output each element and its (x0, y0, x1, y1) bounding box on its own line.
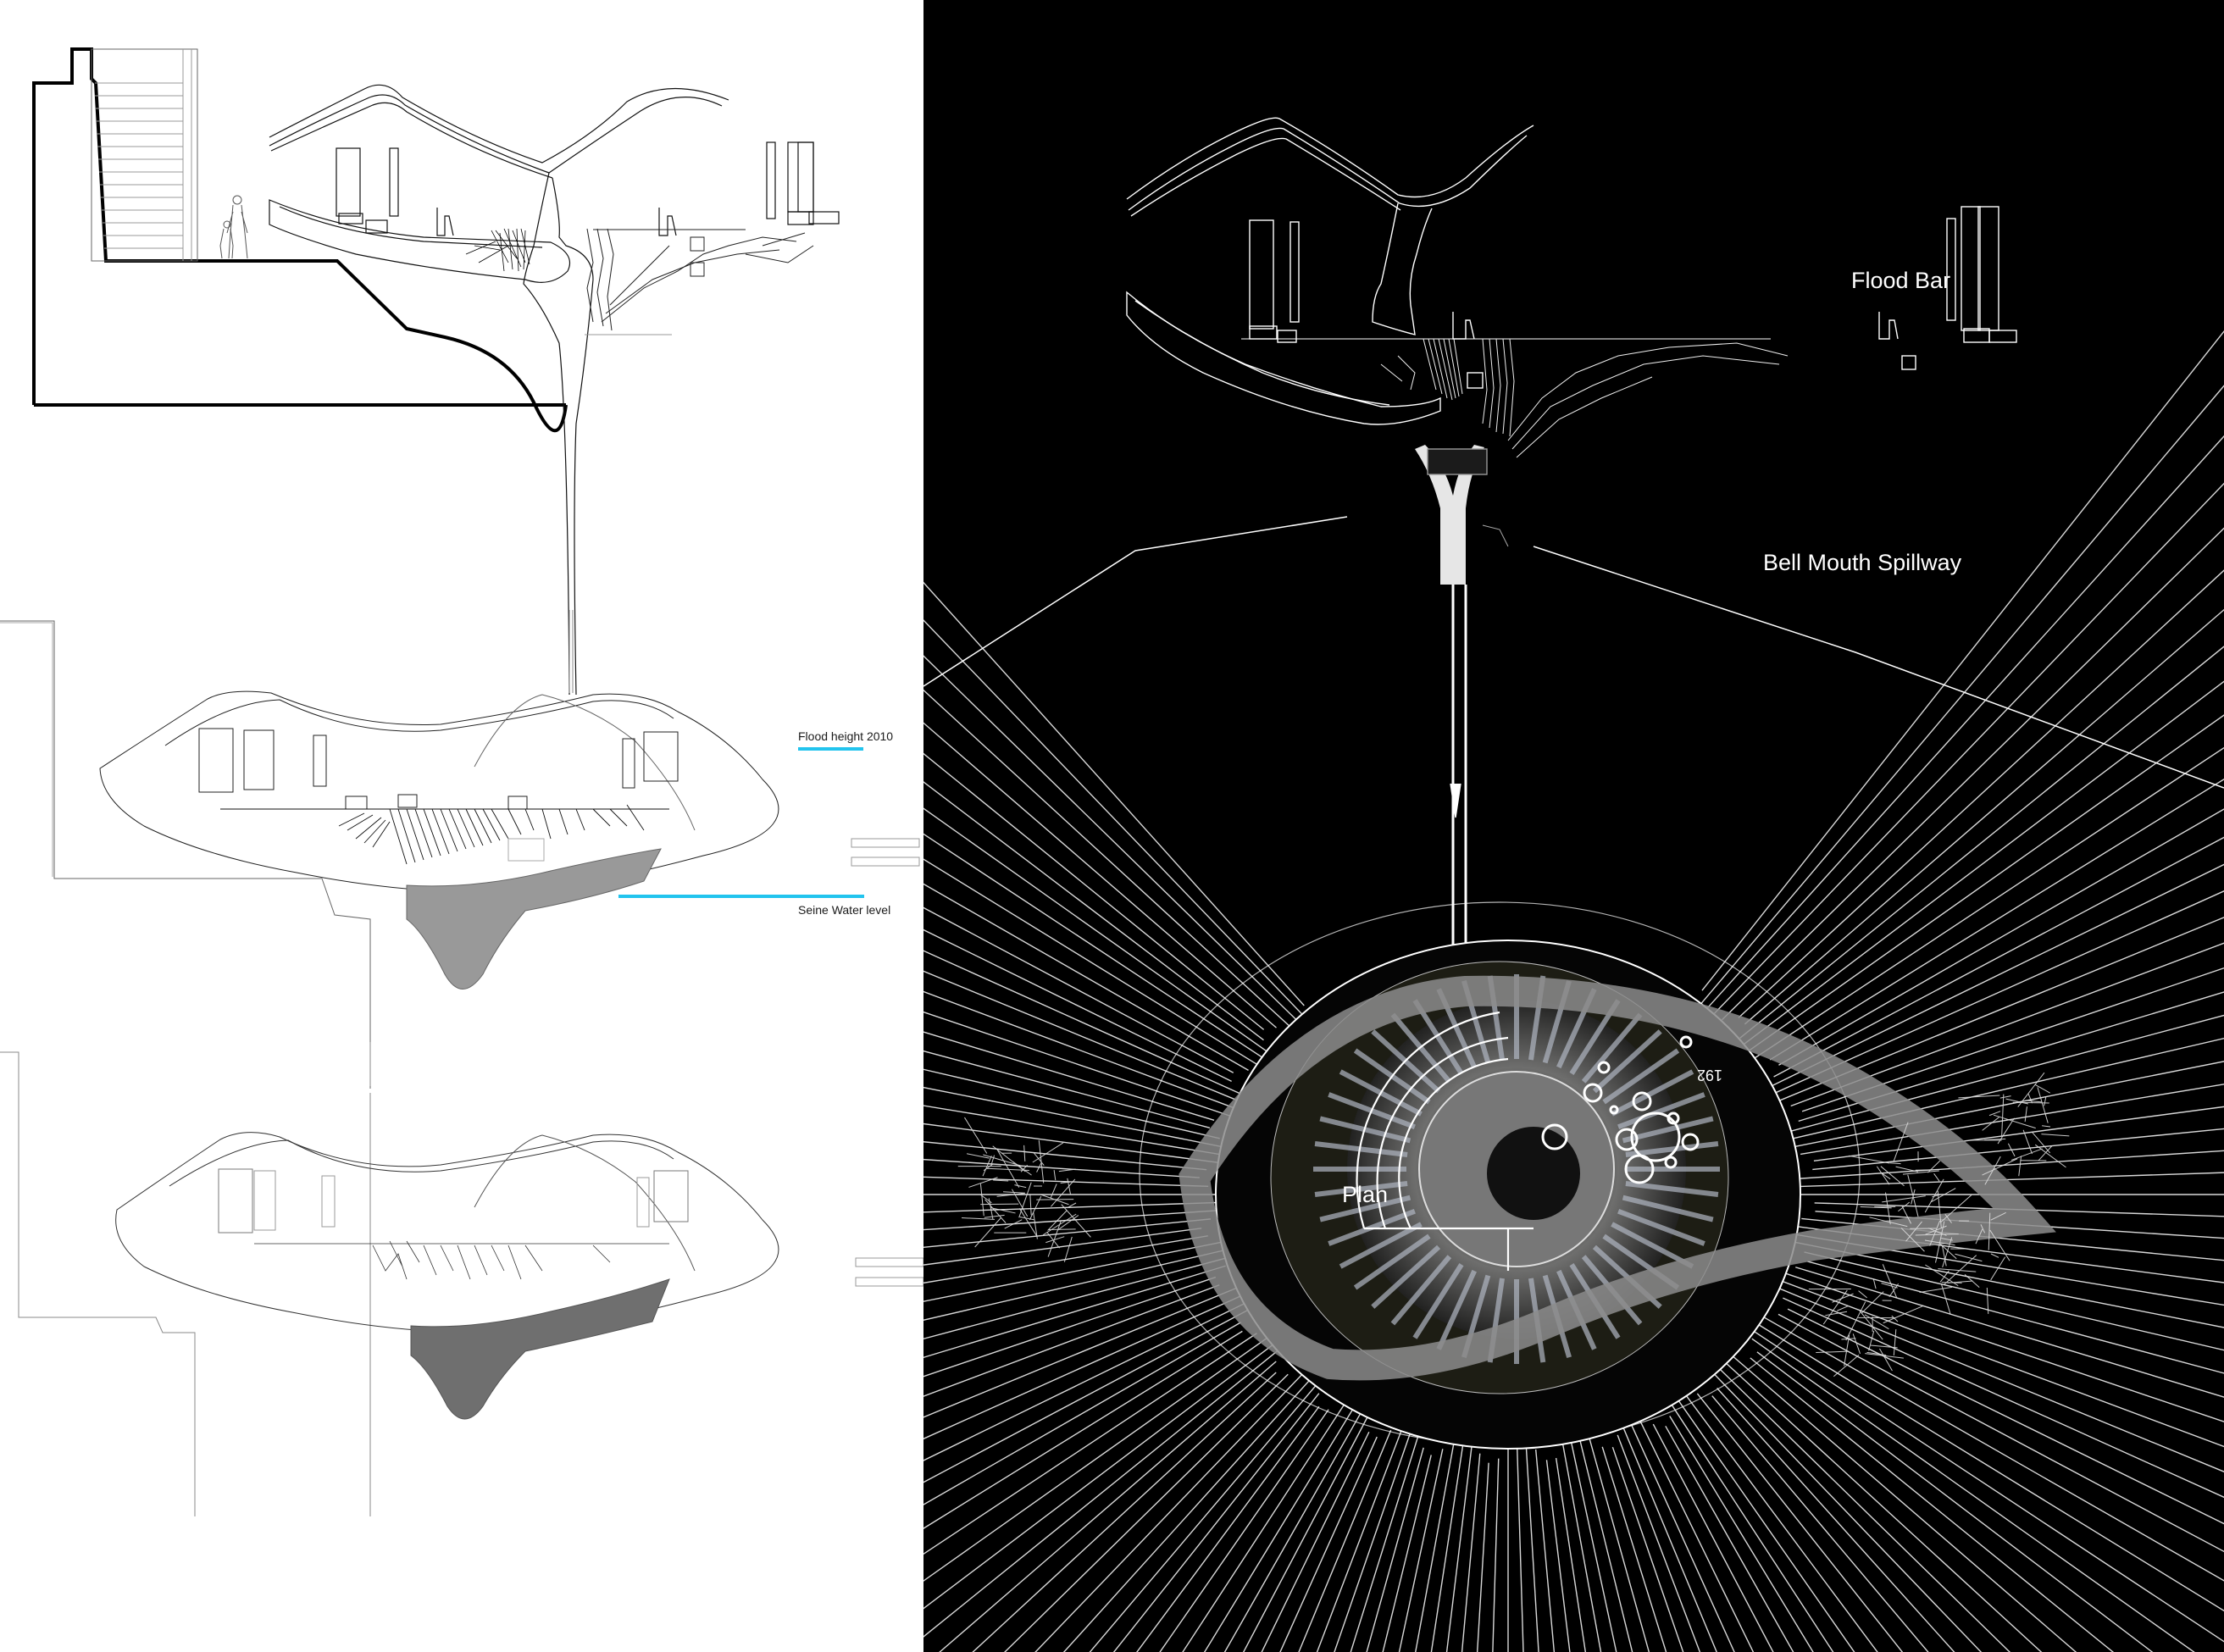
flood-height-marker (798, 747, 863, 751)
dimension-label: 192 (1697, 1067, 1723, 1084)
plan-eye (957, 901, 2070, 1450)
human-figures (219, 195, 248, 259)
section-top (32, 47, 840, 696)
flood-bar-label: Flood Bar (1851, 268, 1951, 293)
right-plan-panel: Flood Bar Bell Mouth Spillway Plan 192 (923, 0, 2224, 1652)
section-middle (0, 610, 920, 1089)
sections-drawing (0, 47, 923, 1516)
left-section-panel: Flood height 2010 Seine Water level (0, 0, 923, 1652)
seine-water-label: Seine Water level (798, 903, 891, 917)
plan-drawing (923, 117, 2224, 1652)
plan-label: Plan (1342, 1182, 1389, 1207)
flood-height-label: Flood height 2010 (798, 729, 894, 743)
seine-water-marker (618, 895, 864, 898)
bell-mouth-spillway-label: Bell Mouth Spillway (1763, 550, 1962, 575)
section-bottom (0, 1042, 923, 1516)
section-upper (1126, 117, 2017, 1035)
